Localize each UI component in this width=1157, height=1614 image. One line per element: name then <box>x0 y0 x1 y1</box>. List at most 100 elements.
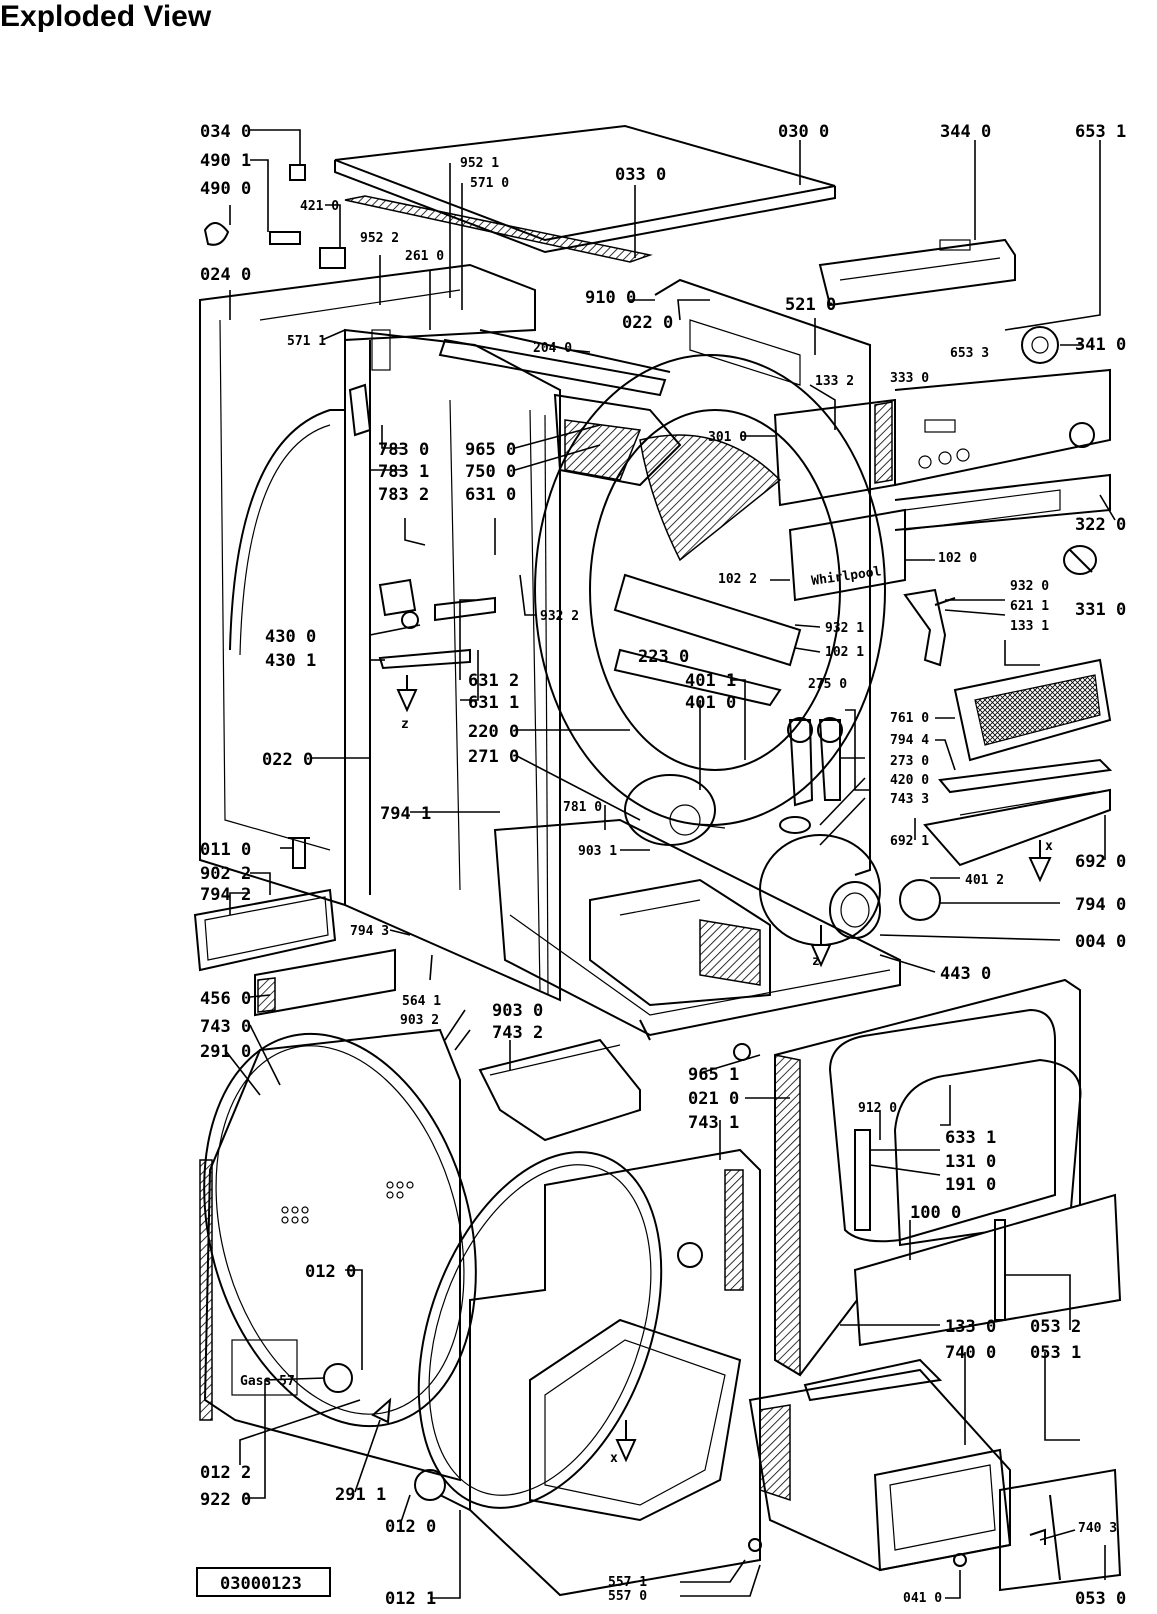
callout-965-1: 965 1 <box>688 1065 739 1085</box>
callout-743-2: 743 2 <box>492 1023 543 1043</box>
callout-291-0: 291 0 <box>200 1042 251 1062</box>
callout-430-0: 430 0 <box>265 627 316 647</box>
callout-952-1: 952 1 <box>460 156 499 171</box>
leader-lines <box>224 129 1116 1599</box>
svg-text:z: z <box>812 954 820 969</box>
callout-011-0: 011 0 <box>200 840 251 860</box>
callout-033-0: 033 0 <box>615 165 666 185</box>
direction-marker-012 <box>371 1397 392 1424</box>
screw <box>288 837 310 869</box>
rear-panel <box>199 263 536 907</box>
callout-131-0: 131 0 <box>945 1152 996 1172</box>
callout-261-0: 261 0 <box>405 249 444 264</box>
front-frame <box>654 278 871 876</box>
callout-910-0: 910 0 <box>585 288 636 308</box>
callout-191-0: 191 0 <box>945 1175 996 1195</box>
foot <box>414 1469 471 1511</box>
lint-filter <box>953 658 1112 762</box>
gasket-ring <box>899 879 941 921</box>
callout-794-2: 794 2 <box>200 885 251 905</box>
callout-341-0: 341 0 <box>1075 335 1126 355</box>
callout-521-0: 521 0 <box>785 295 836 315</box>
callout-456-0: 456 0 <box>200 989 251 1009</box>
callout-903-2: 903 2 <box>400 1013 439 1028</box>
callout-794-1: 794 1 <box>380 804 431 824</box>
callout-030-0: 030 0 <box>778 122 829 142</box>
callout-783-1: 783 1 <box>378 462 429 482</box>
hinge-clip <box>289 164 306 181</box>
upper-rail <box>438 329 671 397</box>
callout-220-0: 220 0 <box>468 722 519 742</box>
callout-102-2: 102 2 <box>718 572 757 587</box>
svg-text:x: x <box>610 1451 618 1466</box>
callout-133-2: 133 2 <box>815 374 854 389</box>
diagram-code: 03000123 <box>220 1574 302 1594</box>
callout-301-0: 301 0 <box>708 430 747 445</box>
callout-692-0: 692 0 <box>1075 852 1126 872</box>
kickplate <box>999 1468 1122 1592</box>
callout-743-1: 743 1 <box>688 1113 739 1133</box>
callout-631-1: 631 1 <box>468 693 519 713</box>
inner-door <box>853 1193 1122 1347</box>
thermostat <box>348 329 391 437</box>
page-title: Exploded View <box>0 0 212 33</box>
svg-text:x: x <box>1045 839 1053 854</box>
top-cover <box>334 124 836 263</box>
direction-marker-z: z <box>396 675 418 732</box>
callout-571-0: 571 0 <box>470 176 509 191</box>
callout-750-0: 750 0 <box>465 462 516 482</box>
callout-022-0-top: 022 0 <box>622 313 673 333</box>
callout-631-2: 631 2 <box>468 671 519 691</box>
callout-740-3: 740 3 <box>1078 1521 1117 1536</box>
callout-621-1: 621 1 <box>1010 599 1049 614</box>
callout-012-2: 012 2 <box>200 1463 251 1483</box>
control-panel <box>773 368 1111 531</box>
callout-902-2: 902 2 <box>200 864 251 884</box>
front-panel <box>469 1148 761 1597</box>
callout-102-0: 102 0 <box>938 551 977 566</box>
sensor-clip <box>203 222 346 269</box>
rear-cover: Gass 57 <box>199 1028 477 1482</box>
callout-631-0: 631 0 <box>465 485 516 505</box>
direction-marker-x: x <box>1028 839 1053 883</box>
callout-490-0: 490 0 <box>200 179 251 199</box>
knob <box>1021 326 1059 364</box>
condenser <box>589 878 771 1007</box>
callout-333-0: 333 0 <box>890 371 929 386</box>
callout-102-1: 102 1 <box>825 645 864 660</box>
callout-273-0: 273 0 <box>890 754 929 769</box>
callout-034-0: 034 0 <box>200 122 251 142</box>
callout-903-0: 903 0 <box>492 1001 543 1021</box>
capacitor <box>779 816 811 834</box>
drum-bearing-plate <box>417 1151 663 1509</box>
callout-344-0: 344 0 <box>940 122 991 142</box>
callout-401-0: 401 0 <box>685 693 736 713</box>
callout-004-0: 004 0 <box>1075 932 1126 952</box>
callout-653-1: 653 1 <box>1075 122 1126 142</box>
callout-291-1: 291 1 <box>335 1485 386 1505</box>
clip-bracket <box>903 588 956 667</box>
callout-761-0: 761 0 <box>890 711 929 726</box>
callout-557-0: 557 0 <box>608 1589 647 1604</box>
callout-012-1: 012 1 <box>385 1589 436 1609</box>
base-tray <box>493 818 901 1041</box>
callout-794-3: 794 3 <box>350 924 389 939</box>
callout-653-3: 653 3 <box>950 346 989 361</box>
callout-053-1: 053 1 <box>1030 1343 1081 1363</box>
seal-text: Gass 57 <box>240 1374 295 1389</box>
callout-271-0: 271 0 <box>468 747 519 767</box>
callout-204-0: 204 0 <box>533 341 572 356</box>
callout-781-0: 781 0 <box>563 800 602 815</box>
callout-223-0: 223 0 <box>638 647 689 667</box>
callout-932-2: 932 2 <box>540 609 579 624</box>
callout-401-1: 401 1 <box>685 671 736 691</box>
callout-794-0: 794 0 <box>1075 895 1126 915</box>
sensor-probe <box>803 1358 943 1402</box>
callout-783-2: 783 2 <box>378 485 429 505</box>
diagram-code-box: 03000123 <box>196 1567 331 1597</box>
gasket-plate <box>193 888 337 972</box>
motor <box>624 774 726 846</box>
callout-100-0: 100 0 <box>910 1203 961 1223</box>
callout-024-0: 024 0 <box>200 265 251 285</box>
callout-275-0: 275 0 <box>808 677 847 692</box>
